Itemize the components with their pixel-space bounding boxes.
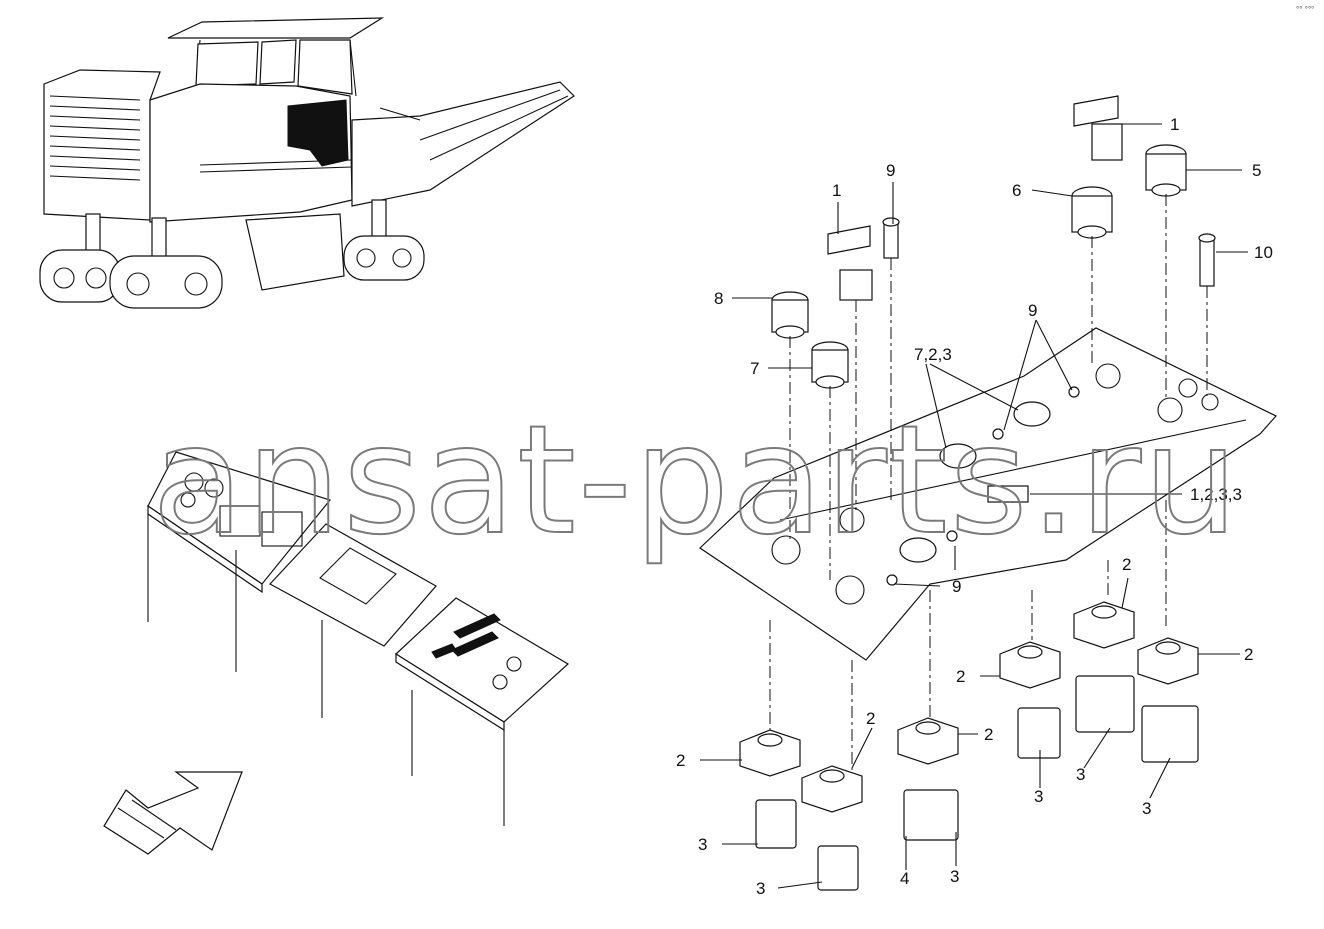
callout-label: 1 [1170,115,1179,134]
callout-label: 7 [750,359,759,378]
contact-blocks [739,601,1199,813]
callout-label: 3 [1142,799,1151,818]
callout-label: 10 [1254,243,1273,262]
callout-label: 3 [756,879,765,898]
callout-label: 8 [714,289,723,308]
callout-label: 9 [1028,301,1037,320]
callout-label: 2 [984,725,993,744]
contact-elements [755,675,1199,891]
callout-label: 1 [832,181,841,200]
callout-label: 4 [900,869,909,888]
callout-labels: 1 9 8 7 7,2,3 9 1 6 5 10 1,2,3,3 9 2 2 2… [676,115,1273,898]
callout-label: 6 [1012,181,1021,200]
leader-lines [700,123,1248,889]
callout-label: 3 [1034,787,1043,806]
callout-label: 5 [1252,161,1261,180]
callout-label: 3 [698,835,707,854]
callout-label: 3 [950,867,959,886]
callout-label: 2 [1122,555,1131,574]
corner-mark: °° °°° [1296,5,1314,14]
callout-label: 9 [952,577,961,596]
callout-label: 1,2,3,3 [1190,485,1242,504]
view-direction-arrow-icon [103,771,243,855]
panel-buttons [886,386,1080,586]
road-milling-machine-icon [39,17,575,309]
callout-label: 2 [1244,645,1253,664]
assembly-axes [769,194,1208,770]
watermark-text: ansat-parts.ru [152,394,1240,568]
callout-label: 2 [676,751,685,770]
callout-label: 3 [1076,765,1085,784]
callout-label: 9 [886,161,895,180]
operator-console-icon [147,451,570,826]
callout-label: 7,2,3 [914,345,952,364]
callout-label: 2 [956,667,965,686]
exploded-top-parts [771,95,1216,389]
callout-label: 2 [866,709,875,728]
